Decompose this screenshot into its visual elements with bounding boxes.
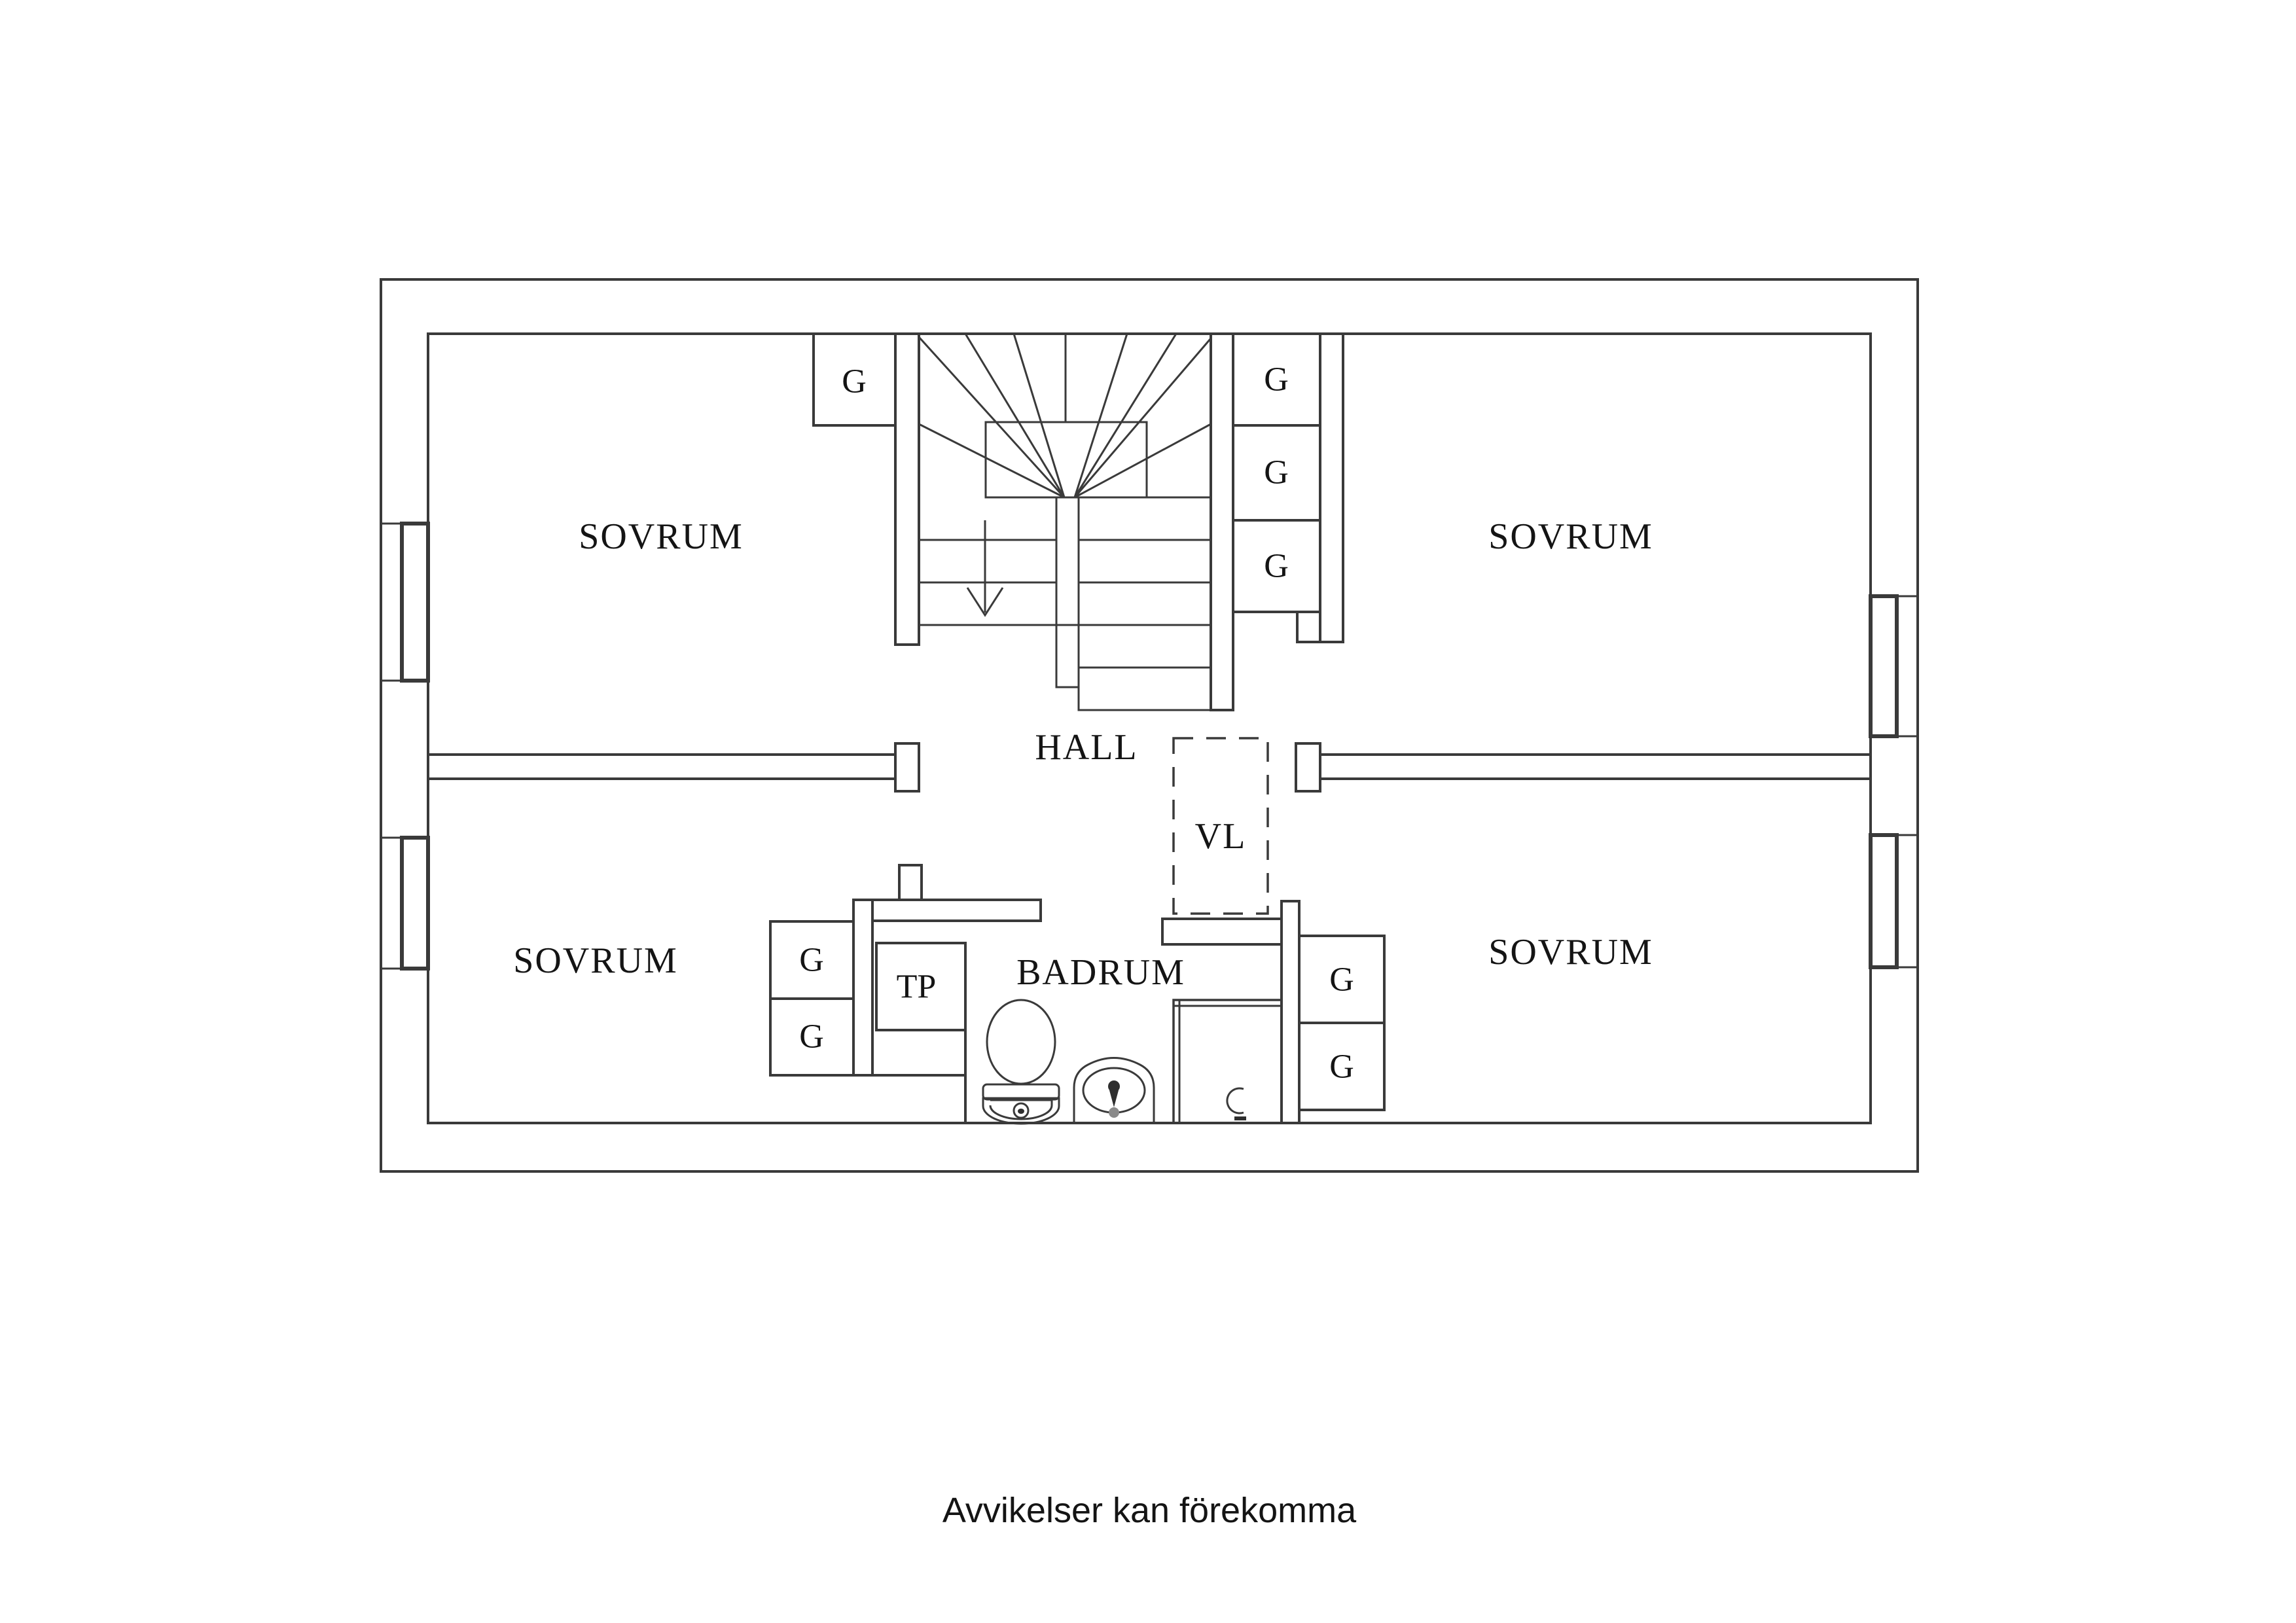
- wardrobe-label-4: G: [1264, 548, 1289, 585]
- staircase: [918, 332, 1212, 711]
- window-left-upper: [381, 522, 430, 683]
- wardrobe-label-6: G: [799, 1018, 824, 1056]
- wardrobe-label-8: G: [1329, 1048, 1354, 1086]
- feature-label-vl: VL: [1195, 816, 1247, 857]
- outer-wall: [380, 278, 1919, 1173]
- tp-cabinet-box: [875, 942, 967, 1031]
- window-left-lower: [381, 836, 430, 971]
- room-label-sovrum-top-right: SOVRUM: [1488, 516, 1653, 557]
- room-label-sovrum-bottom-left: SOVRUM: [513, 940, 678, 981]
- toilet-icon: [982, 999, 1060, 1125]
- wardrobe-label-1: G: [842, 363, 867, 401]
- vl-dashed-zone: [1172, 737, 1269, 915]
- room-label-badrum: BADRUM: [1016, 952, 1185, 993]
- stair-down-arrow-icon: [966, 520, 1004, 617]
- wardrobe-label-3: G: [1264, 454, 1289, 491]
- interior-walls: [427, 332, 1872, 1124]
- shower-icon: [1172, 999, 1283, 1124]
- wardrobe-label-2: G: [1264, 361, 1289, 399]
- wardrobe-boxes: [769, 332, 1386, 1111]
- disclaimer-caption: Avvikelser kan förekomma: [942, 1491, 1357, 1530]
- room-label-sovrum-bottom-right: SOVRUM: [1488, 932, 1653, 972]
- room-label-hall: HALL: [1035, 727, 1138, 768]
- feature-label-tp: TP: [897, 969, 937, 1006]
- room-label-sovrum-top-left: SOVRUM: [579, 516, 744, 557]
- wardrobe-label-7: G: [1329, 961, 1354, 999]
- wardrobe-label-5: G: [799, 942, 824, 979]
- window-right-lower: [1869, 833, 1918, 969]
- sink-icon: [1073, 1057, 1155, 1124]
- window-right-upper: [1869, 594, 1918, 738]
